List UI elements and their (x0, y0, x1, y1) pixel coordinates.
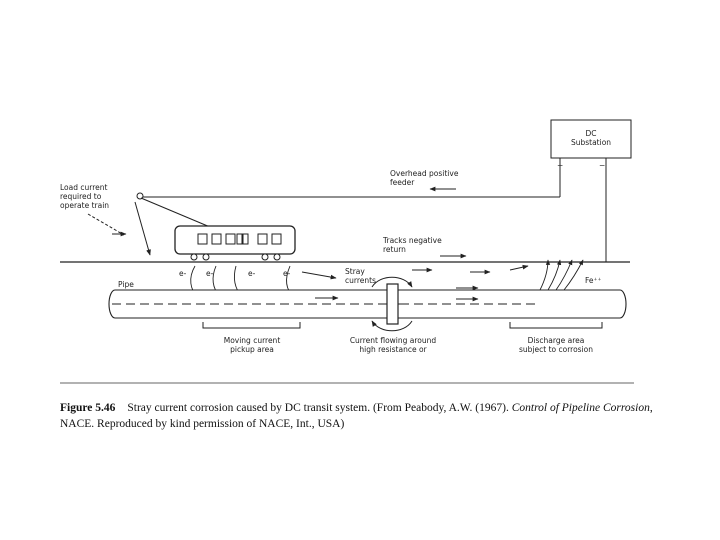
stray-arrow (301, 271, 337, 280)
bypass-arrow-bottom (371, 320, 413, 332)
dc-substation-box (550, 119, 632, 159)
discharge-brace (509, 322, 603, 329)
train-wheel (261, 253, 269, 261)
minus-terminal-sign: − (599, 161, 605, 170)
train-windows (197, 233, 282, 245)
caption-text-2: , NACE. Reproduced by kind permission of… (60, 402, 653, 430)
figure-number: Figure 5.46 (60, 402, 116, 414)
caption-text-1: Stray current corrosion caused by DC tra… (127, 402, 512, 414)
electron-label: e- (283, 269, 291, 278)
figure-caption: Figure 5.46 Stray current corrosion cause… (60, 400, 660, 432)
train-wheel (190, 253, 198, 261)
pantograph-arm (140, 197, 211, 228)
train-wheel (202, 253, 210, 261)
pipe-label: Pipe (118, 280, 134, 289)
pipe-current-arrows (315, 285, 479, 302)
bypass-arrow-top (371, 276, 413, 288)
soil-current-arrows (412, 264, 529, 275)
pantograph-contact (136, 192, 144, 200)
train-wheel (273, 253, 281, 261)
electron-label: e- (179, 269, 187, 278)
caption-italic-title: Control of Pipeline Corrosion (511, 402, 650, 414)
iron-ion-label: Fe⁺⁺ (585, 276, 601, 285)
discharge-arrows (539, 259, 584, 291)
pickup-brace (202, 322, 301, 329)
load-pointer (134, 201, 151, 256)
electron-label: e- (248, 269, 256, 278)
insulating-joint (386, 283, 399, 325)
load-dashed-arrow (87, 213, 125, 236)
electron-label: e- (206, 269, 214, 278)
